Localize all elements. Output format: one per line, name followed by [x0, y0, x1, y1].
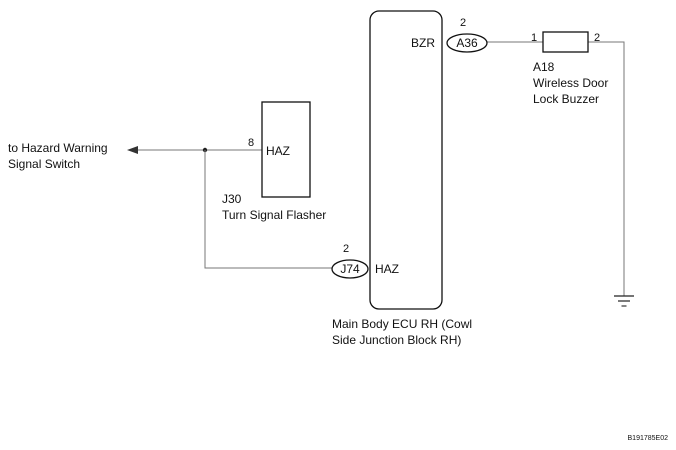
connector-a36: [446, 33, 488, 53]
flasher-code: J30: [222, 192, 242, 206]
ecu-name-line2: Side Junction Block RH): [332, 333, 461, 347]
ground-icon: [614, 295, 634, 307]
buzzer-code: A18: [533, 60, 555, 74]
figure-id: B191785E02: [628, 435, 669, 442]
buzzer-name-line2: Lock Buzzer: [533, 92, 599, 106]
connector-j74: [331, 259, 369, 279]
buzzer-name-line1: Wireless Door: [533, 76, 608, 90]
ecu-name-line1: Main Body ECU RH (Cowl: [332, 317, 472, 331]
connector-a36-pin: 2: [460, 17, 466, 29]
main-body-ecu-box: [369, 10, 443, 310]
turn-signal-flasher-box: [261, 101, 311, 198]
connector-j74-pin: 2: [343, 243, 349, 255]
hazard-switch-line1: to Hazard Warning: [8, 141, 108, 155]
connector-a36-code: A36: [456, 36, 478, 50]
flasher-terminal-haz: HAZ: [266, 144, 290, 158]
arrow-head-to-hazard-switch: [127, 146, 138, 154]
buzzer-box: [542, 31, 589, 53]
wire-buzzer-to-ground: [588, 41, 625, 296]
wire-junction-to-j74: [204, 150, 333, 269]
connector-j74-code: J74: [340, 262, 360, 276]
ecu-terminal-bzr: BZR: [411, 36, 435, 50]
buzzer-pin-in: 1: [531, 32, 537, 44]
buzzer-pin-out: 2: [594, 32, 600, 44]
flasher-pin: 8: [248, 137, 254, 149]
hazard-switch-line2: Signal Switch: [8, 157, 80, 171]
ecu-terminal-haz: HAZ: [375, 262, 399, 276]
flasher-name: Turn Signal Flasher: [222, 208, 326, 222]
